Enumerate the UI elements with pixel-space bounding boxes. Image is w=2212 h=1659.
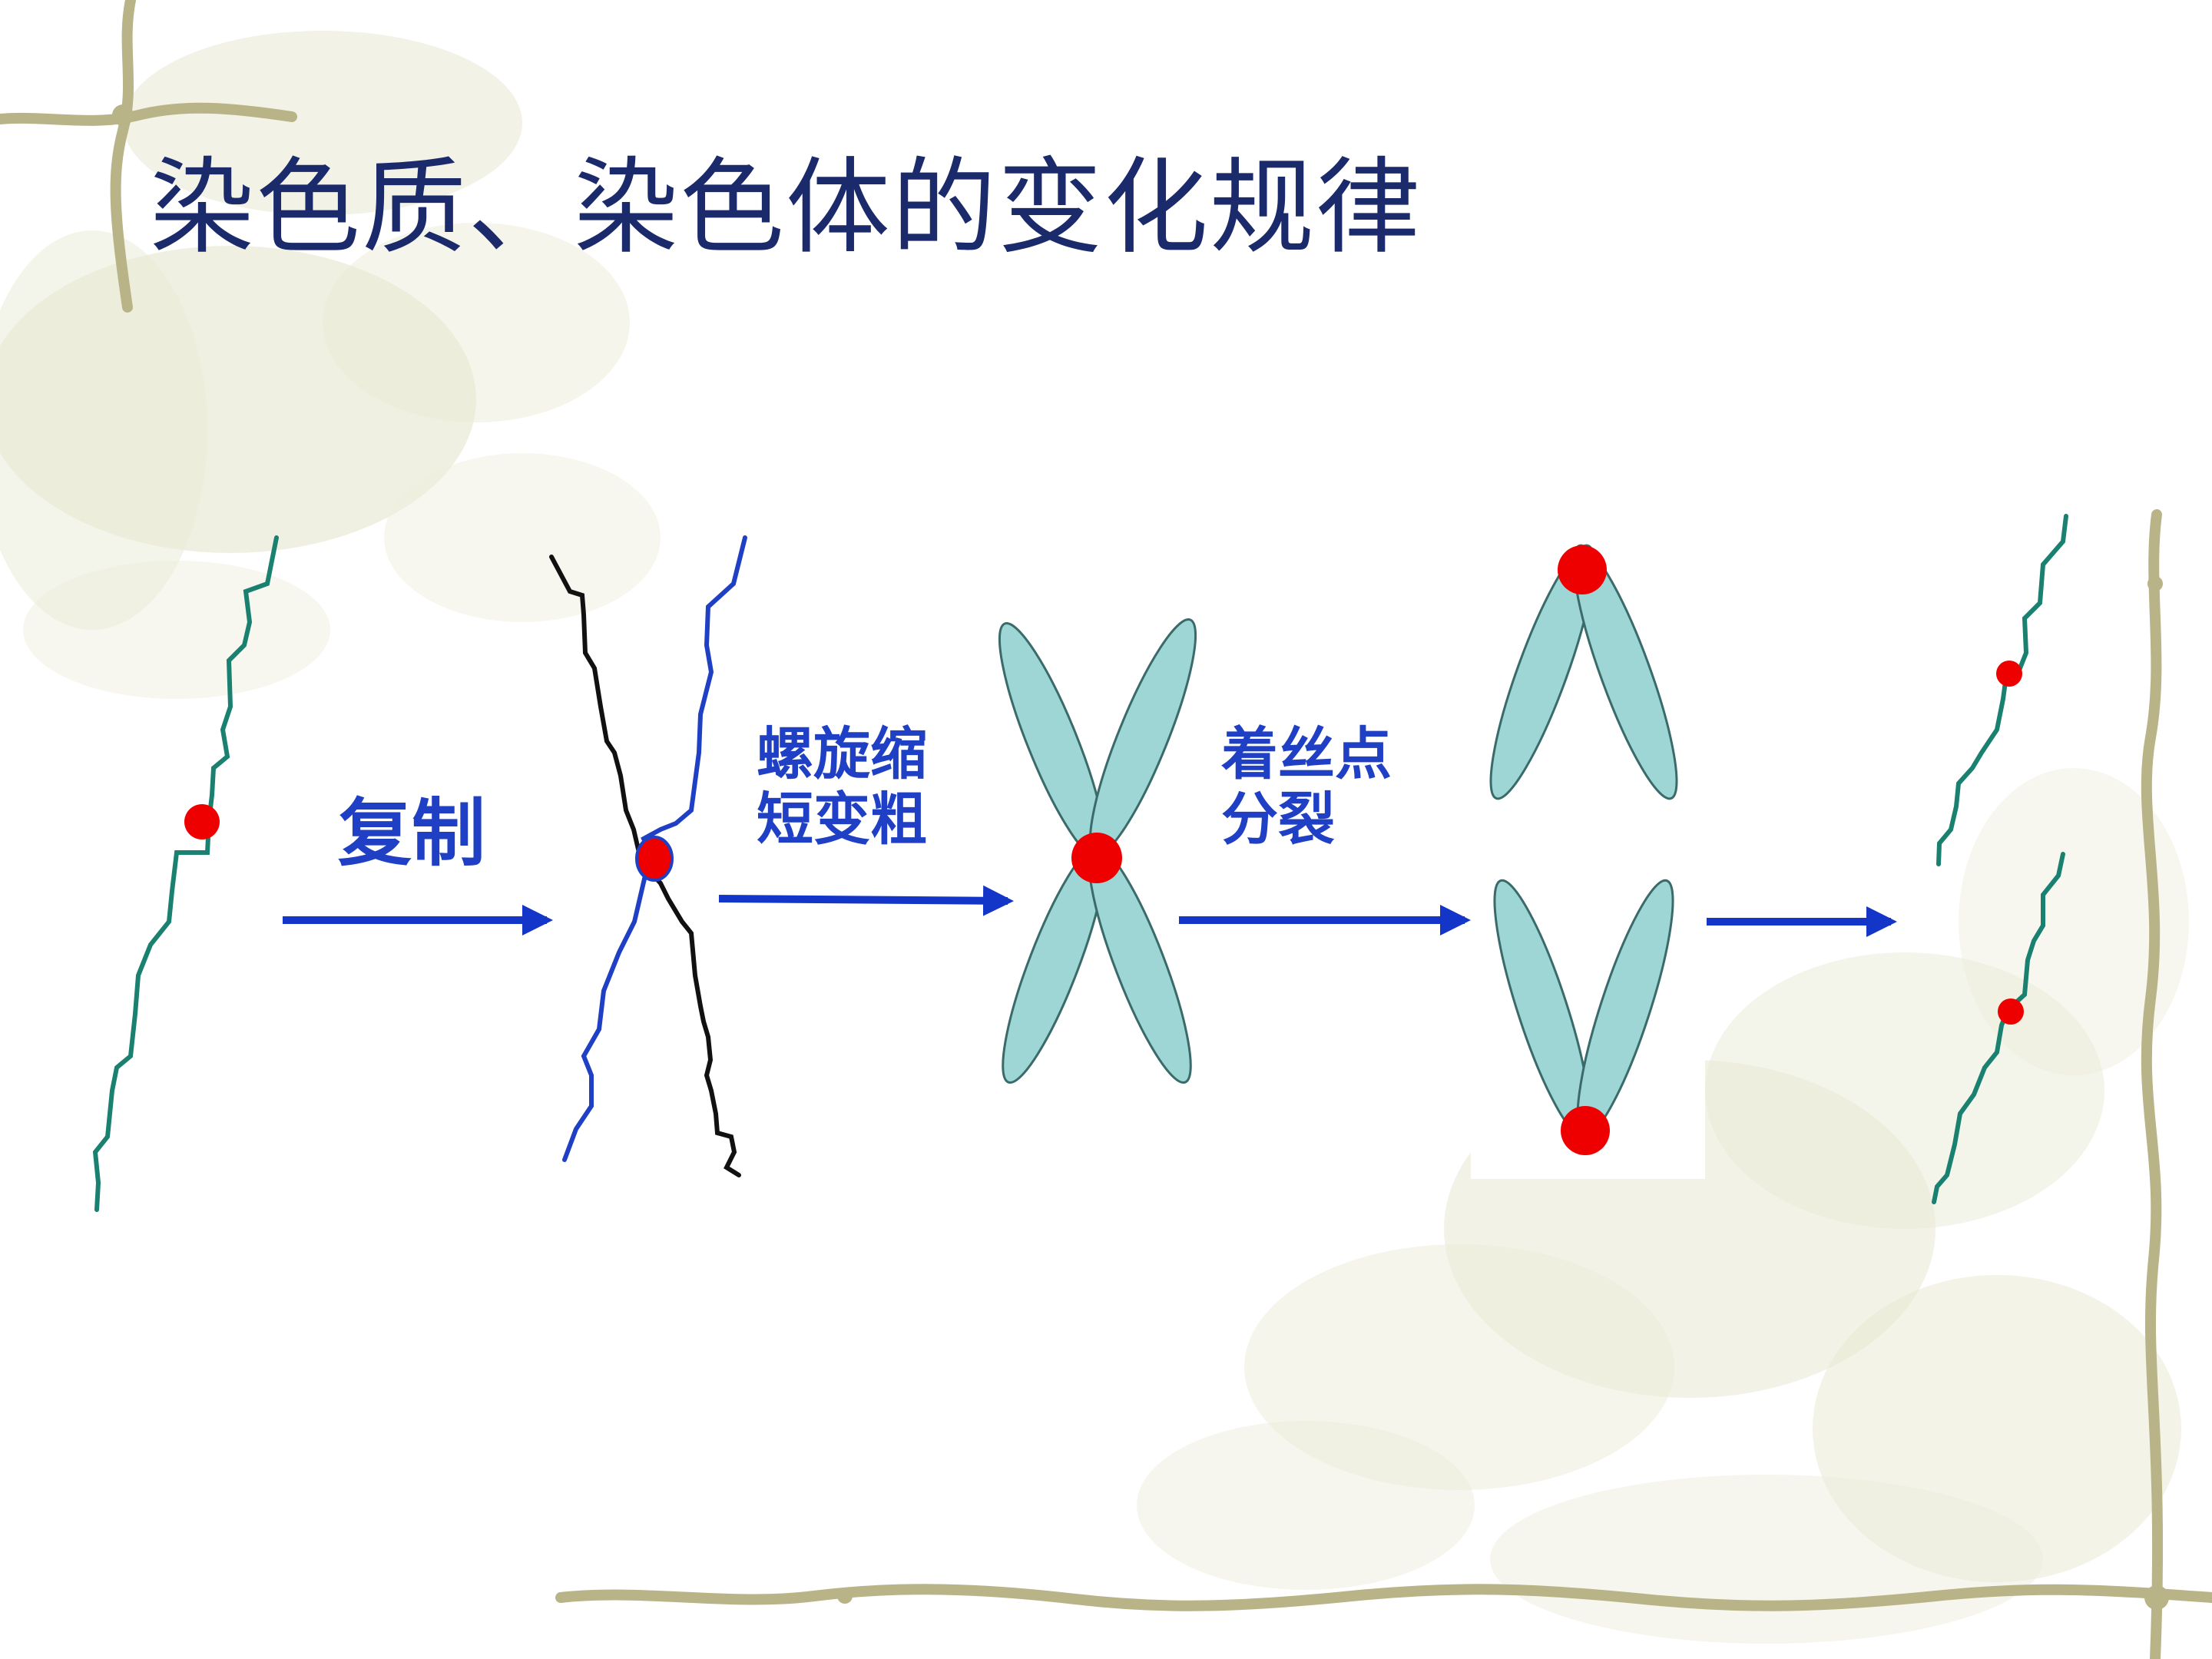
label-centromere-split-line2: 分裂 — [1221, 786, 1335, 853]
flower-blob — [0, 230, 207, 630]
chromosome-x — [998, 618, 1197, 1084]
chromatin-daughter-lower — [1932, 852, 2065, 1204]
slide-title: 染色质、染色体的变化规律 — [150, 147, 1422, 269]
centromere-dot — [1071, 833, 1122, 883]
flower-blob — [1244, 1244, 1674, 1490]
centromere-dot — [1996, 661, 2022, 687]
label-replication: 复制 — [338, 790, 485, 876]
flower-blob — [1959, 768, 2189, 1075]
flower-blob — [0, 246, 476, 553]
vine-top-vertical — [110, 0, 136, 313]
arrow-condense — [718, 885, 1014, 916]
label-centromere-split-line1: 着丝点 — [1221, 721, 1392, 787]
flower-blob — [1813, 1275, 2181, 1582]
centromere-dot — [184, 804, 220, 839]
flower-blob — [384, 453, 661, 622]
vine-right-vertical — [2141, 509, 2164, 1659]
label-condense-line2: 短变粗 — [757, 786, 927, 853]
centromere-dot — [635, 836, 674, 882]
flower-blob — [23, 561, 330, 699]
label-condense-line1: 螺旋缩 — [757, 721, 927, 787]
flower-blob — [1137, 1421, 1475, 1590]
chromatin-stage1 — [92, 535, 279, 1212]
flower-blob — [123, 31, 522, 215]
centromere-dot — [1558, 545, 1607, 594]
chromatin-daughter-upper — [1936, 514, 2068, 866]
flower-blob — [323, 223, 630, 422]
centromere-dot — [1561, 1106, 1610, 1155]
vine-top-horizontal — [0, 102, 297, 126]
vine-bottom-horizontal — [555, 1584, 2212, 1611]
centromere-dot — [1998, 998, 2024, 1025]
label-centromere-split: 着丝点 分裂 — [1221, 721, 1392, 853]
label-condense: 螺旋缩 短变粗 — [757, 721, 927, 853]
